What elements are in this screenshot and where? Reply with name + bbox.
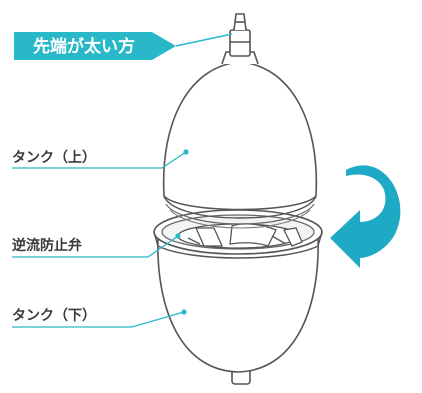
- label-lower-tank: タンク（下）: [12, 308, 96, 324]
- rotate-counterclockwise-arrow-icon: [330, 165, 401, 268]
- label-upper-tank: タンク（上）: [12, 150, 96, 166]
- callout-check-valve: 逆流防止弁: [12, 233, 181, 258]
- callout-upper-tank: タンク（上）: [12, 149, 189, 169]
- label-check-valve: 逆流防止弁: [12, 237, 82, 254]
- check-valve: [177, 223, 303, 249]
- tip-badge-text: 先端が太い方: [33, 36, 135, 57]
- upper-tank: [162, 51, 318, 229]
- callout-lower-tank: タンク（下）: [12, 308, 187, 328]
- tip-badge: 先端が太い方: [14, 32, 233, 60]
- top-nozzle: [229, 13, 251, 57]
